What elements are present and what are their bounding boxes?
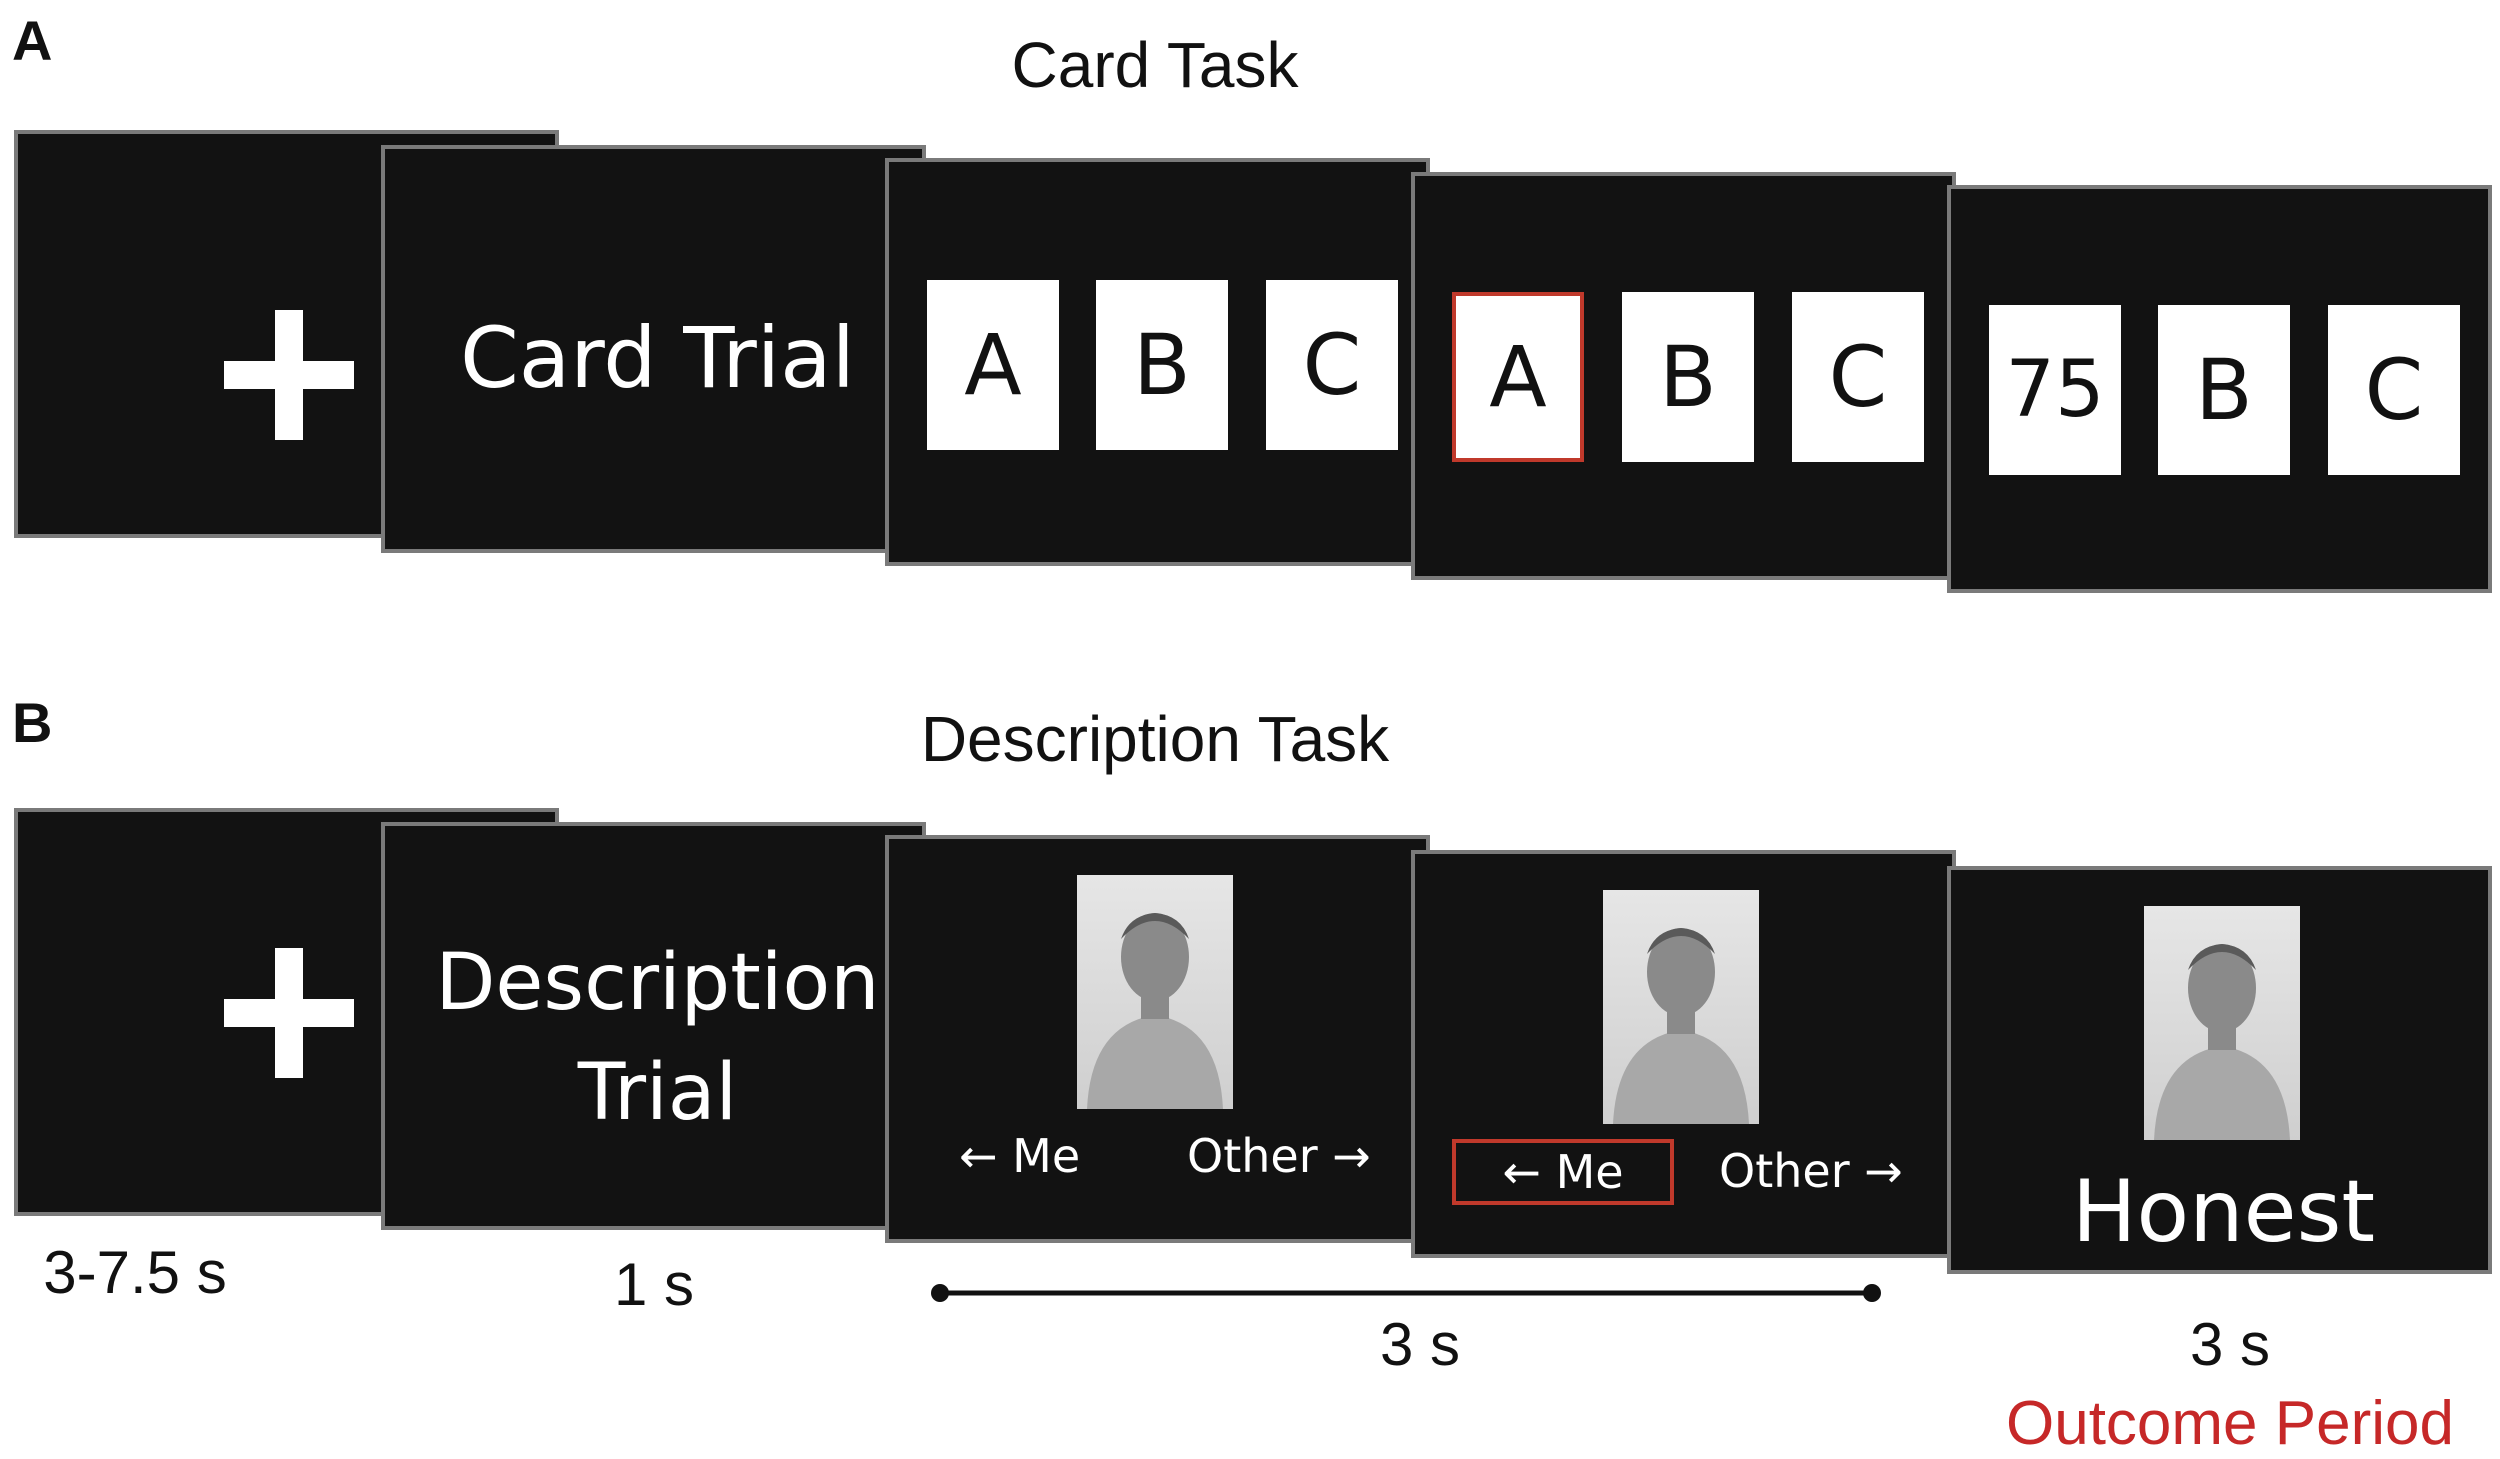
- me-option: ← Me: [959, 1129, 1081, 1183]
- other-option: Other →: [1719, 1144, 1903, 1198]
- face-photo: [1603, 890, 1759, 1124]
- panel-label-a: A: [12, 9, 53, 72]
- card-task-title: Card Task: [1011, 29, 1299, 101]
- selected-screen-card-b: B: [1622, 292, 1754, 462]
- panel-label-b: B: [12, 691, 53, 754]
- card-outcome-screen: 75 B C: [1947, 185, 2492, 593]
- description-outcome-screen: Honest: [1947, 866, 2492, 1274]
- outcome-period-label: Outcome Period: [2006, 1389, 2454, 1458]
- card-trial-label: Card Trial: [460, 309, 855, 407]
- outcome-duration: 3 s: [2189, 1311, 2271, 1378]
- description-trial-screen: Description Trial: [381, 822, 926, 1230]
- description-choice-screen: ← Me Other →: [885, 835, 1430, 1243]
- cue-duration: 1 s: [613, 1251, 695, 1318]
- outcome-card-c: C: [2328, 305, 2460, 475]
- face-photo: [2144, 906, 2300, 1140]
- description-selected-screen: ← Me Other →: [1411, 850, 1956, 1258]
- selected-card-a: A: [1452, 292, 1584, 462]
- outcome-card-value: 75: [1989, 305, 2121, 475]
- card-selected-screen: A B C: [1411, 172, 1956, 580]
- description-trial-label-line1: Description: [435, 938, 880, 1028]
- other-option: Other →: [1187, 1129, 1371, 1183]
- choice-period-timeline: [931, 1284, 1881, 1302]
- card-trial-screen: Card Trial: [381, 145, 926, 553]
- card-choice-screen: A B C: [885, 158, 1430, 566]
- outcome-word: Honest: [2071, 1162, 2376, 1262]
- choice-card-a: A: [927, 280, 1059, 450]
- fixation-duration: 3-7.5 s: [43, 1239, 227, 1306]
- fixation-cross-icon: [224, 948, 354, 1078]
- description-trial-label-line2: Trial: [577, 1048, 738, 1138]
- description-task-title: Description Task: [920, 703, 1390, 775]
- me-option-selected: ← Me: [1452, 1139, 1674, 1205]
- choice-card-c: C: [1266, 280, 1398, 450]
- face-photo: [1077, 875, 1233, 1109]
- outcome-card-b: B: [2158, 305, 2290, 475]
- selected-screen-card-c: C: [1792, 292, 1924, 462]
- fixation-cross-icon: [224, 310, 354, 440]
- choice-card-b: B: [1096, 280, 1228, 450]
- choice-duration: 3 s: [1379, 1311, 1461, 1378]
